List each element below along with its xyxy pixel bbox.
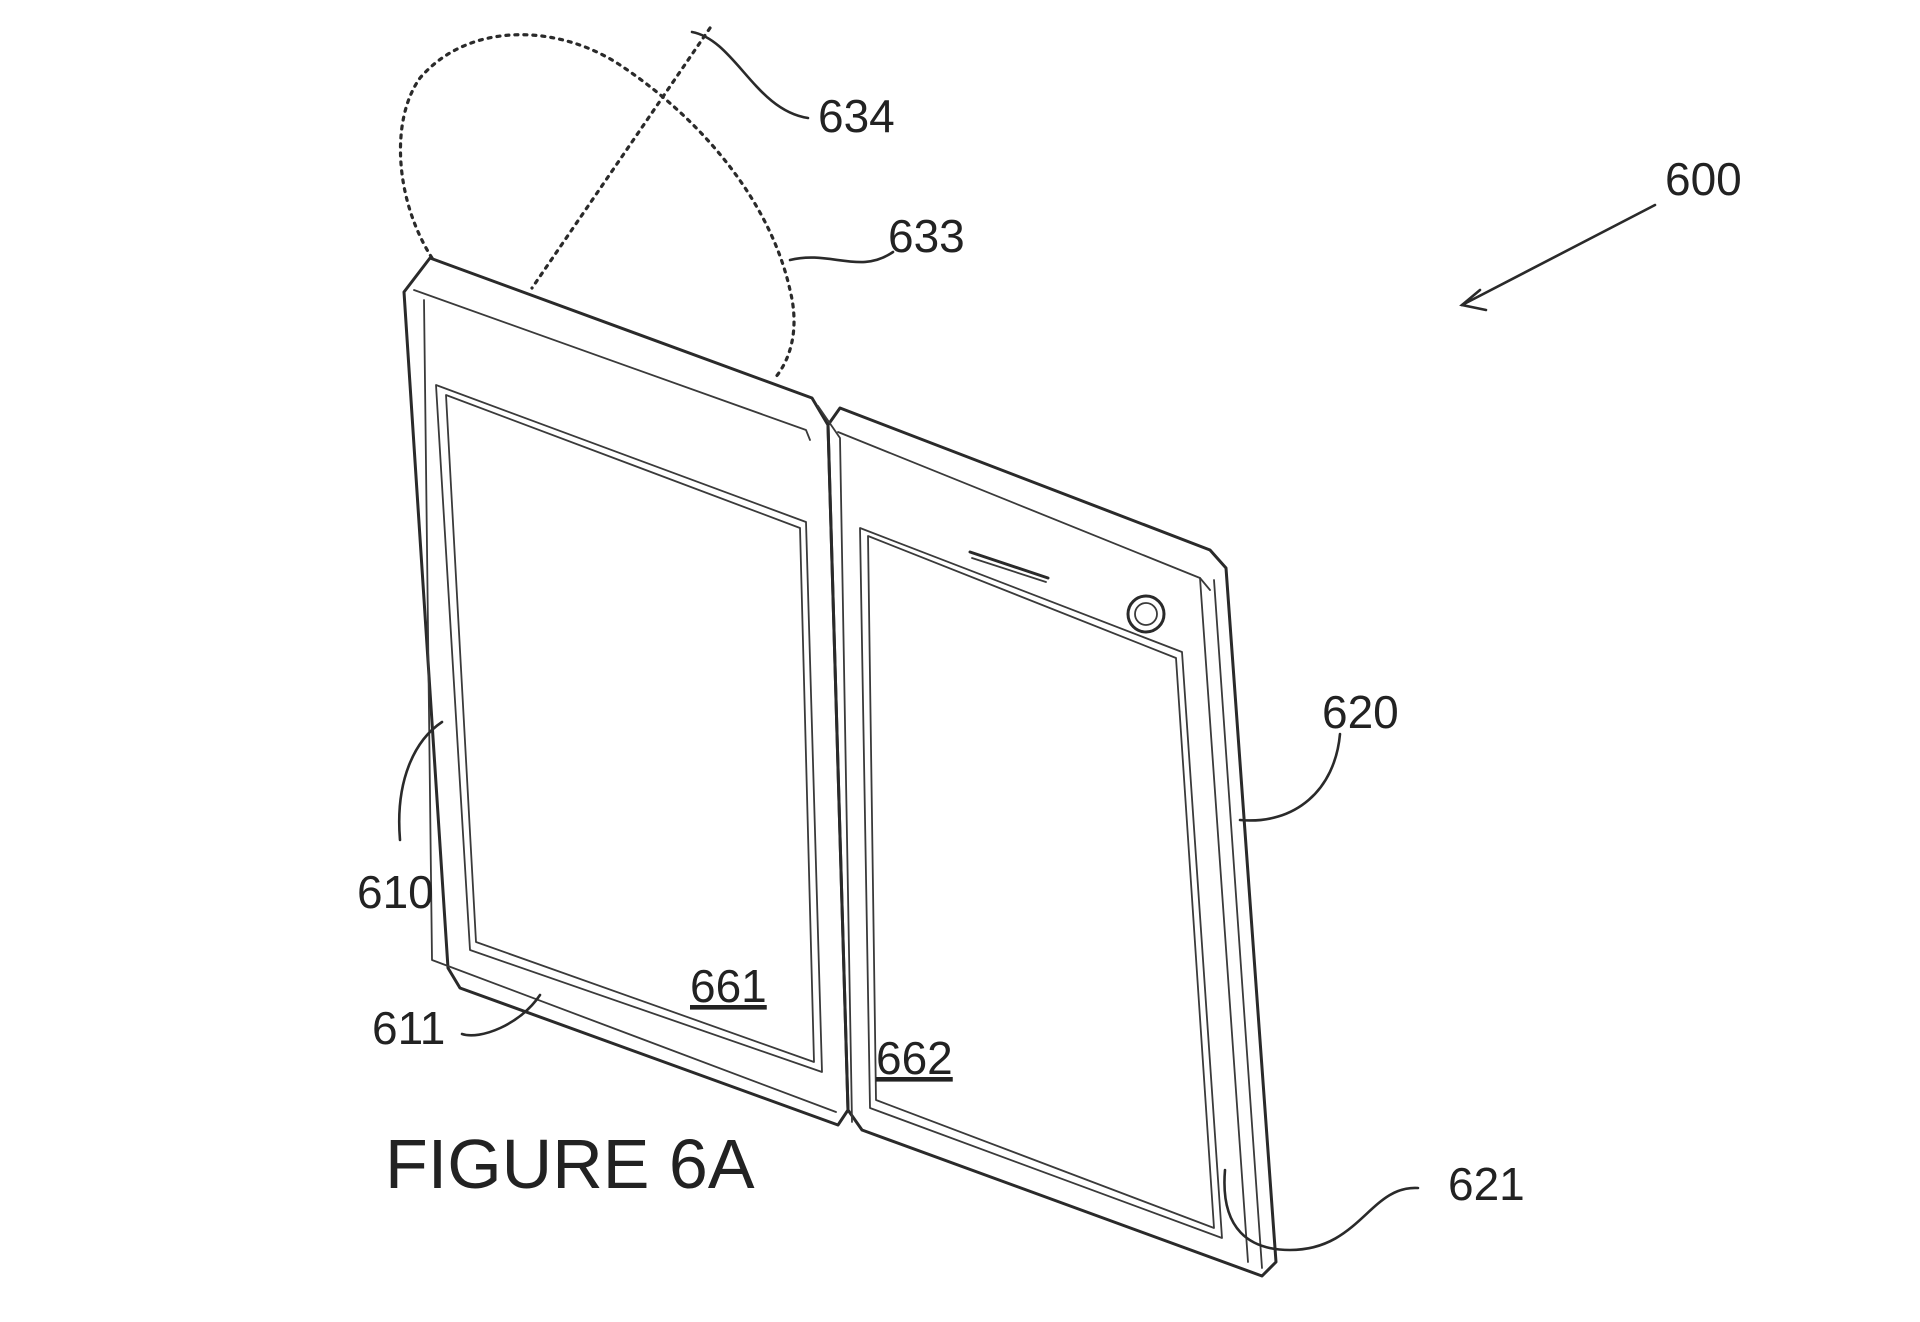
first-display-inner bbox=[445, 394, 815, 1063]
leader-621 bbox=[1223, 1168, 1420, 1252]
leader-634 bbox=[690, 30, 810, 120]
leader-633 bbox=[788, 250, 895, 264]
camera-lens bbox=[1126, 594, 1166, 634]
speaker-grille bbox=[968, 550, 1050, 580]
second-housing-side-edge bbox=[1199, 577, 1249, 1263]
first-display-661 bbox=[435, 384, 823, 1073]
leader-611 bbox=[460, 993, 542, 1037]
leader-620 bbox=[1238, 732, 1342, 822]
camera-lens-inner bbox=[1134, 602, 1158, 626]
leader-600-arrow bbox=[1460, 203, 1657, 307]
hinge-seam bbox=[817, 405, 853, 1123]
rotation-path-633 bbox=[398, 33, 796, 380]
second-housing bbox=[817, 405, 1278, 1278]
second-housing-top-edge bbox=[837, 431, 1211, 591]
label-610: 610 bbox=[357, 866, 434, 918]
label-621: 621 bbox=[1448, 1158, 1525, 1210]
figure-caption: FIGURE 6A bbox=[385, 1125, 755, 1203]
rotation-axis-634 bbox=[530, 26, 712, 290]
rotation-indicator bbox=[398, 26, 796, 380]
label-661: 661 bbox=[690, 960, 767, 1012]
leader-lines bbox=[397, 30, 1657, 1252]
label-620: 620 bbox=[1322, 686, 1399, 738]
label-662: 662 bbox=[876, 1032, 953, 1084]
leader-610 bbox=[397, 720, 444, 842]
first-housing bbox=[402, 256, 850, 1127]
label-600: 600 bbox=[1665, 153, 1742, 205]
second-display-inner bbox=[867, 535, 1215, 1229]
label-611: 611 bbox=[372, 1002, 445, 1054]
speaker-grille-inner bbox=[971, 557, 1047, 583]
label-633: 633 bbox=[888, 210, 965, 262]
first-housing-top-edge bbox=[413, 289, 811, 441]
second-display-662 bbox=[859, 527, 1223, 1239]
reference-labels: 634 633 600 620 610 611 621 661 662 bbox=[357, 90, 1742, 1210]
second-housing-side-edge-inner bbox=[1213, 579, 1263, 1269]
first-housing-inner-edge bbox=[423, 299, 837, 1113]
label-634: 634 bbox=[818, 90, 895, 142]
leader-600-arrowhead bbox=[1459, 288, 1488, 312]
